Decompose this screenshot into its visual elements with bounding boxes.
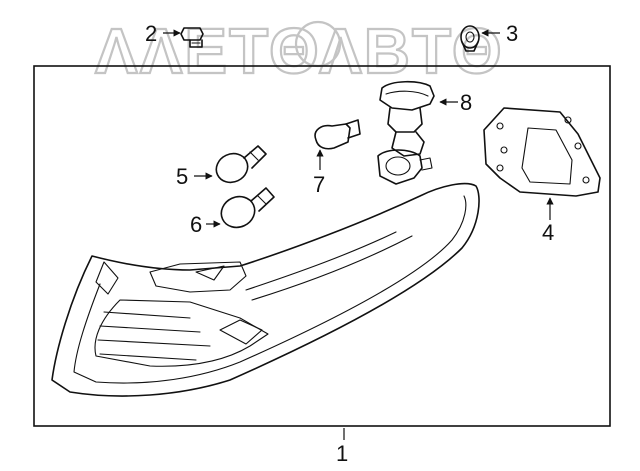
part-3-nut bbox=[460, 25, 480, 52]
callout-3: 3 bbox=[506, 21, 518, 46]
callout-2: 2 bbox=[145, 21, 157, 46]
callout-5: 5 bbox=[176, 164, 188, 189]
assembly-frame bbox=[33, 65, 611, 427]
leader-lines bbox=[163, 29, 554, 440]
callout-labels: 1 2 3 4 5 6 7 8 bbox=[145, 21, 554, 466]
callout-8: 8 bbox=[460, 90, 472, 115]
part-2-bolt bbox=[180, 27, 204, 48]
part-8-socket-assembly bbox=[377, 80, 435, 185]
callout-6: 6 bbox=[190, 212, 202, 237]
part-7-wedge-bulb bbox=[314, 119, 361, 150]
part-6-bulb bbox=[220, 187, 275, 229]
part-5-bulb bbox=[215, 145, 267, 184]
part-4-gasket bbox=[483, 107, 601, 197]
callout-1: 1 bbox=[336, 441, 348, 466]
callout-7: 7 bbox=[313, 172, 325, 197]
watermark-logo: ΛΛΕΤΘΛΒΤΘ bbox=[94, 14, 504, 88]
part-1-lamp-housing bbox=[51, 182, 480, 397]
callout-4: 4 bbox=[542, 220, 554, 245]
watermark-text: ΛΛΕΤΘΛΒΤΘ bbox=[95, 15, 504, 87]
